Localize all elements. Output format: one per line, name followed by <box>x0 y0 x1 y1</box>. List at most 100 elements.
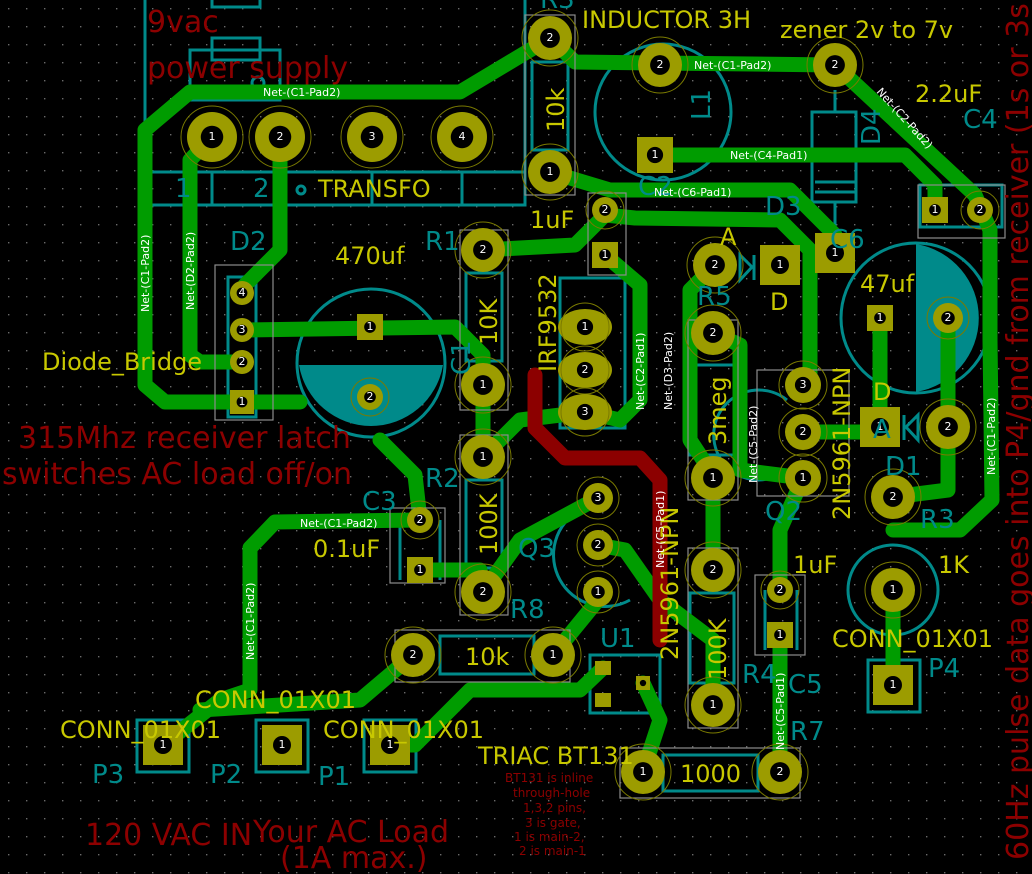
pad-number: 3 <box>582 405 589 418</box>
pad-number: 1 <box>800 471 807 484</box>
pad-number: 1 <box>602 248 609 261</box>
pad-number: 1 <box>710 471 717 484</box>
net-label: Net-(C6-Pad1) <box>654 186 731 199</box>
square-pad: 1 <box>815 233 855 273</box>
net-label: Net-(C1-Pad2) <box>694 59 771 72</box>
pad-number: 2 <box>945 311 952 324</box>
value-diode-bridge: Diode_Bridge <box>42 348 202 376</box>
value-r-top: 10k <box>542 87 570 132</box>
round-pad: 3 <box>558 387 612 437</box>
pad-number: 2 <box>710 563 717 576</box>
value-triac: TRIAC BT131 <box>477 742 634 770</box>
pad-number: 2 <box>832 58 839 71</box>
triac-note-line: 1,3,2 pins, <box>523 801 586 815</box>
value-r3: 1K <box>938 551 970 579</box>
value-conn-p4: CONN_01X01 <box>832 625 993 653</box>
round-pad: 2 <box>778 407 828 457</box>
pad-number: 1 <box>209 130 216 143</box>
value-conn-p1: CONN_01X01 <box>323 716 484 744</box>
ref-r-top: R3 <box>540 0 575 15</box>
pad-number: 2 <box>367 390 374 403</box>
value-c4: 2.2uF <box>915 80 982 108</box>
ref-d1: D1 <box>885 452 922 482</box>
value-c47: 47uf <box>860 270 915 298</box>
ref-r3: R3 <box>920 505 955 535</box>
ref-q3: Q3 <box>518 534 555 564</box>
value-d1-d: D <box>873 378 891 406</box>
pad-number: 2 <box>277 130 284 143</box>
pad-number: 1 <box>640 765 647 778</box>
ref-c5: C5 <box>788 670 823 700</box>
pad-number: 1 <box>890 678 897 691</box>
comment-load: Your AC Load <box>252 815 449 850</box>
pad-number: 4 <box>239 286 246 299</box>
value-irf: IRF9532 <box>534 273 562 372</box>
round-pad: 3 <box>340 105 404 169</box>
net-label: Net-(D2-Pad2) <box>184 232 197 310</box>
net-label: Net-(C5-Pad1) <box>654 491 667 568</box>
pad-number: 2 <box>480 585 487 598</box>
square-pad <box>636 676 650 690</box>
comment-side-note: 60Hz pulse data goes into P4/gnd from re… <box>1001 0 1032 860</box>
pad-number: 1 <box>480 378 487 391</box>
pad-number: 1 <box>595 585 602 598</box>
pad-number: 2 <box>977 203 984 216</box>
comment-receiver-2: switches AC load off/on <box>2 457 352 492</box>
round-pad: 2 <box>684 541 742 599</box>
triac-note-line: 1 is main-2, <box>514 830 585 844</box>
pad-number: 2 <box>480 243 487 256</box>
pad-number: 2 <box>602 203 609 216</box>
ref-c6: C6 <box>830 225 865 255</box>
square-pad: 1 <box>357 314 383 340</box>
value-conn-p2: CONN_01X01 <box>195 686 356 714</box>
pad-number: 1 <box>877 420 884 433</box>
net-label: Net-(C4-Pad1) <box>730 149 807 162</box>
ref-r8: R8 <box>510 595 545 625</box>
round-pad: 2 <box>926 296 970 340</box>
pad-number: 1 <box>417 563 424 576</box>
value-transfo: TRANSFO <box>317 175 431 203</box>
round-pad: 2 <box>585 190 625 230</box>
ref-p3: P3 <box>92 760 124 790</box>
round-pad: 3 <box>778 360 828 410</box>
round-pad: 2 <box>760 570 800 610</box>
ref-c2: C2 <box>638 172 673 202</box>
round-pad: 2 <box>454 563 512 621</box>
square-pad: 1 <box>637 137 673 173</box>
ref-c4: C4 <box>963 105 998 135</box>
pad-number: 2 <box>657 58 664 71</box>
ref-d3: D3 <box>765 192 802 222</box>
pad-number: 1 <box>480 450 487 463</box>
pad-number: 2 <box>710 326 717 339</box>
pad-number: 2 <box>239 355 246 368</box>
round-pad: 2 <box>686 236 744 294</box>
pad-number: 2 <box>777 765 784 778</box>
round-pad: 2 <box>751 743 809 801</box>
value-r5: 3meg <box>704 376 732 445</box>
comment-load-2: (1A max.) <box>280 841 427 874</box>
pad-number: 2 <box>945 420 952 433</box>
smd-pad <box>595 661 611 675</box>
smd-pad <box>595 693 611 707</box>
square-pad: 1 <box>867 305 893 331</box>
pad-number: 2 <box>410 648 417 661</box>
value-d3-anode: A <box>720 223 737 251</box>
pad-number: 1 <box>710 698 717 711</box>
round-pad: 4 <box>230 281 254 305</box>
pad-number: 3 <box>239 323 246 336</box>
value-c5: 1uF <box>793 551 837 579</box>
round-pad: 2 <box>864 468 922 526</box>
round-pad: 2 <box>248 105 312 169</box>
pad-number: 1 <box>777 258 784 271</box>
round-pad: 2 <box>806 36 864 94</box>
round-pad: 1 <box>454 428 512 486</box>
round-pad: 1 <box>521 143 579 201</box>
ref-p1: P1 <box>318 762 350 792</box>
net-label: Net-(C5-Pad1) <box>774 673 787 750</box>
pad-number: 1 <box>239 395 246 408</box>
round-pad: 2 <box>631 36 689 94</box>
pad-number: 4 <box>459 130 466 143</box>
pad-number: 1 <box>832 246 839 259</box>
